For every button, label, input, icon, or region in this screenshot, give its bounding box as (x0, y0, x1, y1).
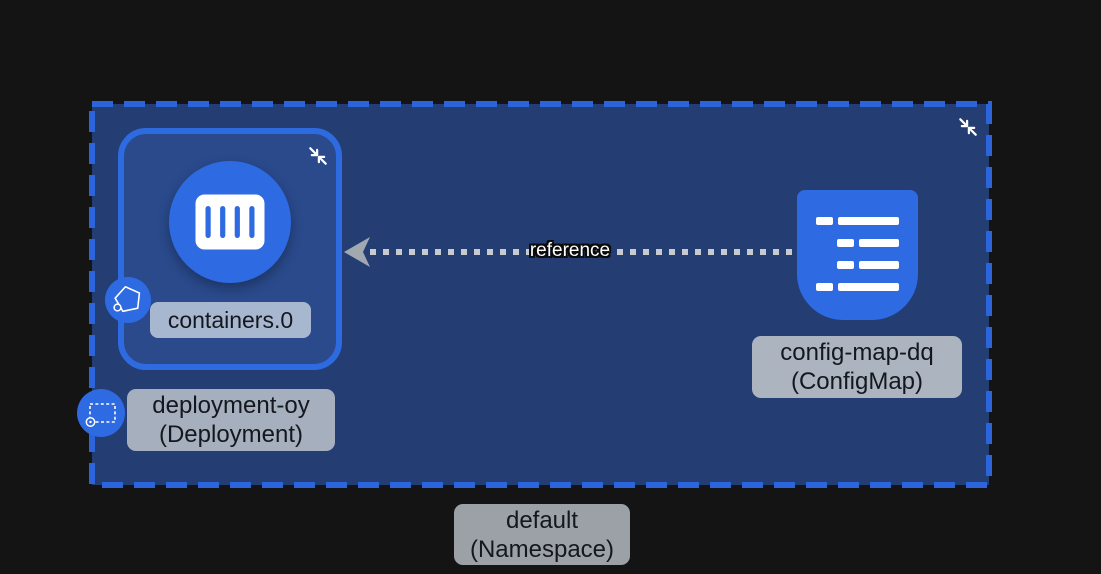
container-icon (195, 194, 265, 250)
dashed-rect-deployment-icon (85, 403, 116, 427)
deployment-badge (77, 389, 125, 437)
collapse-icon[interactable] (307, 145, 329, 167)
configmap-label[interactable]: config-map-dq (ConfigMap) (752, 336, 962, 398)
namespace-label[interactable]: default (Namespace) (454, 504, 630, 565)
configmap-kind-text: (ConfigMap) (790, 368, 924, 395)
container-node[interactable] (169, 161, 291, 283)
namespace-kind-text: (Namespace) (469, 535, 615, 563)
deployment-name-text: deployment-oy (152, 392, 310, 419)
reference-edge-arrowhead (344, 237, 370, 267)
container-label[interactable]: containers.0 (150, 302, 311, 338)
configmap-node[interactable] (797, 190, 918, 320)
configmap-name-text: config-map-dq (780, 339, 934, 366)
reference-edge (344, 237, 796, 267)
namespace-name-text: default (505, 506, 579, 534)
pentagon-pod-icon (113, 285, 141, 313)
deployment-label[interactable]: deployment-oy (Deployment) (127, 389, 335, 451)
edge-label: reference (529, 240, 611, 261)
pod-badge (105, 277, 151, 323)
list-lines-configmap-icon (816, 217, 899, 291)
container-label-text: containers.0 (167, 306, 294, 333)
deployment-kind-text: (Deployment) (158, 421, 304, 448)
collapse-icon[interactable] (957, 116, 979, 138)
